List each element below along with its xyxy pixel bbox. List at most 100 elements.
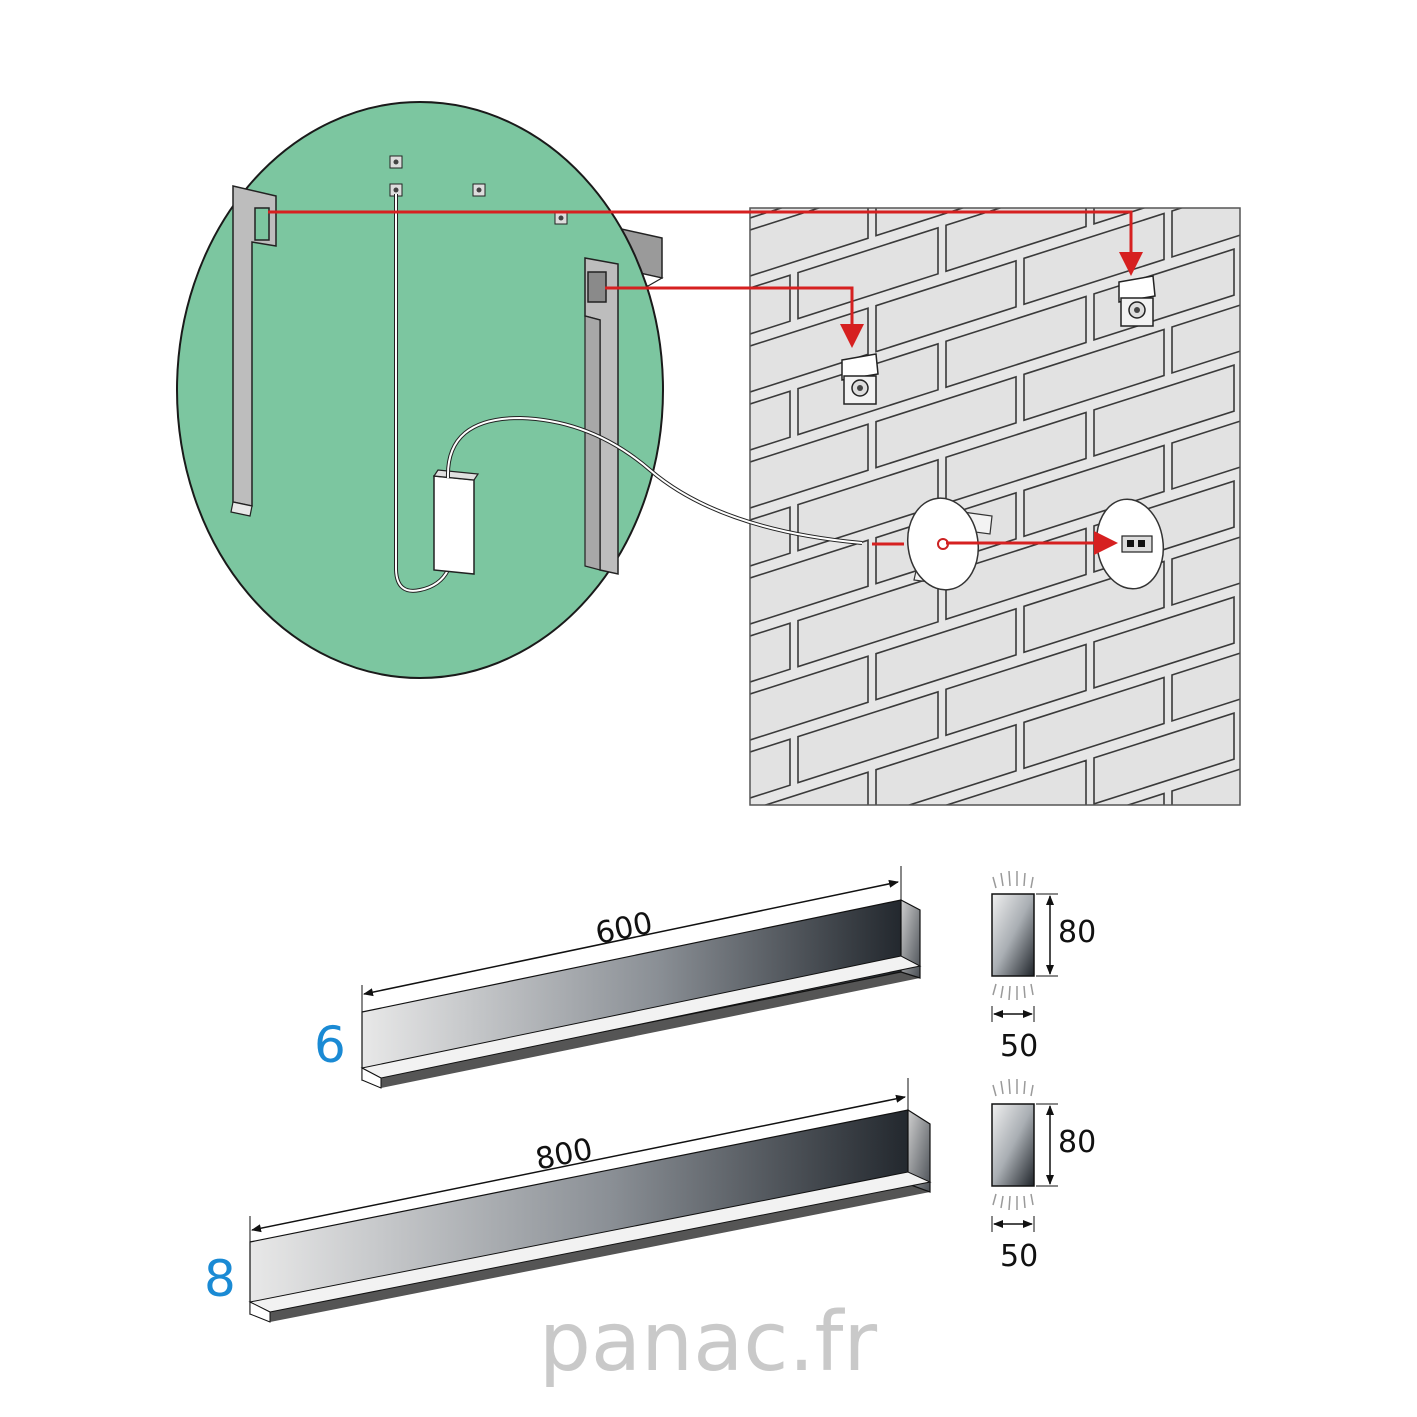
- brick: [1023, 444, 1165, 538]
- brick: [797, 574, 939, 668]
- fixture-800: 800 8: [204, 1078, 932, 1323]
- light-ray-icon: [992, 1078, 1034, 1097]
- brick: [875, 607, 1017, 701]
- mounting-bracket-icon: [230, 185, 277, 517]
- brick: [750, 655, 869, 741]
- brick: [798, 112, 938, 203]
- depth-label: 50: [1000, 1239, 1038, 1274]
- arrow-bracket-left: [268, 210, 1143, 276]
- dimension-line-800: [251, 1094, 906, 1233]
- brick: [797, 226, 939, 320]
- brick: [750, 622, 791, 683]
- brick: [946, 0, 1086, 39]
- brick: [875, 208, 966, 237]
- brick: [1171, 208, 1240, 259]
- brick: [750, 208, 869, 277]
- length-label: 600: [592, 906, 655, 952]
- wall-clip-icon: [841, 353, 879, 405]
- driver-box-icon: [432, 469, 480, 575]
- brick: [797, 690, 939, 784]
- model-number: 8: [204, 1250, 236, 1308]
- brick: [1242, 0, 1382, 61]
- brick: [1023, 676, 1165, 770]
- brick: [1242, 86, 1382, 177]
- brick: [876, 29, 1016, 120]
- brick: [728, 0, 868, 51]
- brick: [1171, 536, 1240, 607]
- brick: [650, 0, 790, 18]
- brick: [1024, 98, 1164, 189]
- depth-label: 50: [1000, 1029, 1038, 1064]
- screw-mount-icon: [389, 155, 568, 225]
- junction-box-icon: [907, 497, 993, 591]
- brick: [580, 588, 720, 679]
- brick: [1023, 328, 1165, 422]
- length-label: 800: [533, 1132, 596, 1178]
- brick: [1024, 0, 1164, 72]
- brand-logo: panac.fr: [539, 1295, 878, 1390]
- brick: [1171, 304, 1240, 375]
- installation-arrows: [268, 210, 1143, 555]
- height-label: 80: [1058, 915, 1096, 950]
- brick: [750, 274, 791, 335]
- section-view-1: 80 50: [991, 870, 1096, 1064]
- brick: [763, 771, 869, 805]
- light-ray-icon: [992, 870, 1034, 889]
- brick: [1023, 212, 1165, 306]
- brick: [750, 307, 869, 393]
- brick: [750, 738, 791, 799]
- brick: [1171, 652, 1240, 723]
- brick: [1172, 50, 1312, 141]
- brick: [1242, 666, 1382, 757]
- brick: [876, 0, 1016, 4]
- brick: [875, 375, 1017, 469]
- brick: [1242, 318, 1382, 409]
- brick: [798, 808, 938, 899]
- section-view-2: 80 50: [991, 1078, 1096, 1274]
- brick: [1172, 0, 1312, 25]
- brick: [1242, 550, 1382, 641]
- brick: [945, 295, 1087, 389]
- brick: [945, 759, 1087, 805]
- brick: [750, 423, 869, 509]
- brick: [1171, 768, 1240, 805]
- brick: [1094, 945, 1234, 1036]
- brick: [750, 539, 869, 625]
- brick: [1242, 898, 1382, 989]
- brick: [580, 820, 720, 911]
- brick: [945, 208, 1087, 273]
- brick: [1125, 792, 1165, 805]
- brick: [1093, 712, 1235, 805]
- brick: [728, 76, 868, 167]
- brick: [1242, 434, 1382, 525]
- brick: [750, 506, 791, 567]
- brick: [1242, 202, 1382, 293]
- brick: [1094, 17, 1234, 108]
- dimension-line-600: [363, 879, 899, 997]
- arrow-bracket-right: [605, 286, 864, 348]
- mirror-back-view: [176, 101, 863, 679]
- brick: [875, 723, 1017, 805]
- brick: [1242, 782, 1382, 873]
- brick: [1094, 829, 1234, 920]
- model-number: 6: [314, 1016, 346, 1074]
- brick: [580, 704, 720, 795]
- wall-clip-icon: [1118, 275, 1156, 327]
- junction-box-icon: [1095, 498, 1165, 590]
- brick: [650, 43, 790, 134]
- height-label: 80: [1058, 1125, 1096, 1160]
- light-ray-icon: [992, 983, 1034, 1001]
- brick: [580, 1052, 720, 1143]
- brick: [1093, 596, 1235, 690]
- fixture-600: 600 6: [314, 866, 922, 1089]
- brick: [1171, 420, 1240, 491]
- brick: [875, 259, 1017, 353]
- brick: [945, 643, 1087, 737]
- brick: [1093, 364, 1235, 458]
- light-ray-icon: [992, 1193, 1034, 1211]
- brick: [946, 64, 1086, 155]
- brick: [945, 411, 1087, 505]
- brick: [1172, 862, 1312, 953]
- brick: [750, 390, 791, 451]
